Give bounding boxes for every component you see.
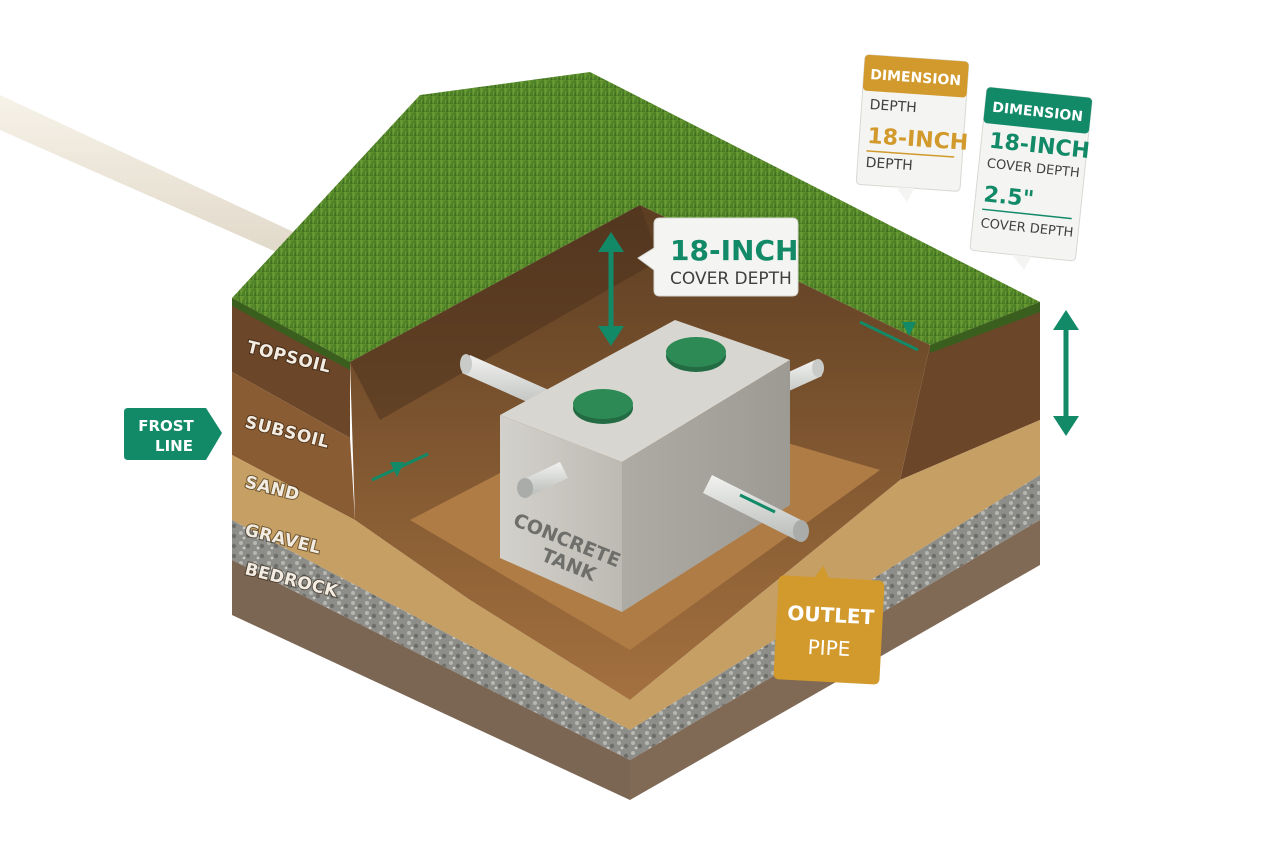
pit-back-wall-shade (350, 205, 660, 420)
right-layer-sand (630, 420, 1040, 730)
frost-marker-left (371, 452, 429, 482)
layer-bedrock (232, 560, 630, 800)
outlet-pipe-tag: OUTLET PIPE (773, 565, 885, 685)
orange-card-line1: DEPTH (869, 97, 917, 116)
green-card-value2: 2.5" (982, 182, 1035, 212)
frost-line-tag: FROST LINE (124, 408, 222, 460)
frost-tag-line2: LINE (155, 437, 193, 455)
concrete-tank: CONCRETE TANK (500, 320, 790, 612)
frost-marker-right (859, 320, 919, 352)
background-pipe (0, 95, 300, 258)
frost-tag-line1: FROST (138, 417, 194, 435)
orange-card-header: DIMENSION (870, 67, 962, 89)
front-stub-pipe (517, 462, 568, 498)
layer-sand (232, 455, 630, 730)
outlet-pipe (703, 475, 809, 542)
outlet-tag-line2: PIPE (807, 635, 851, 661)
grass-surface (232, 72, 1040, 362)
cover-depth-arrow (598, 232, 624, 346)
dimension-card-orange: DIMENSION DEPTH 18-INCH DEPTH (855, 54, 970, 202)
left-face-strata (232, 298, 630, 800)
layer-subsoil (232, 372, 355, 520)
tank-front-face (500, 415, 622, 612)
layer-topsoil (232, 298, 350, 438)
tank-side-face (622, 360, 790, 612)
depth-arrow-right (1053, 310, 1079, 436)
cover-depth-callout: 18-INCH COVER DEPTH (637, 217, 799, 297)
dimension-card-green: DIMENSION 18-INCH COVER DEPTH 2.5" COVER… (969, 86, 1093, 270)
grass-edge-right (930, 302, 1040, 353)
orange-card-line2: DEPTH (865, 155, 913, 174)
cover-depth-label: COVER DEPTH (670, 269, 792, 289)
outlet-tag-line1: OUTLET (787, 601, 875, 630)
grass-edge-left (232, 298, 350, 370)
layer-gravel (232, 520, 630, 760)
cover-depth-value: 18-INCH (670, 234, 798, 267)
